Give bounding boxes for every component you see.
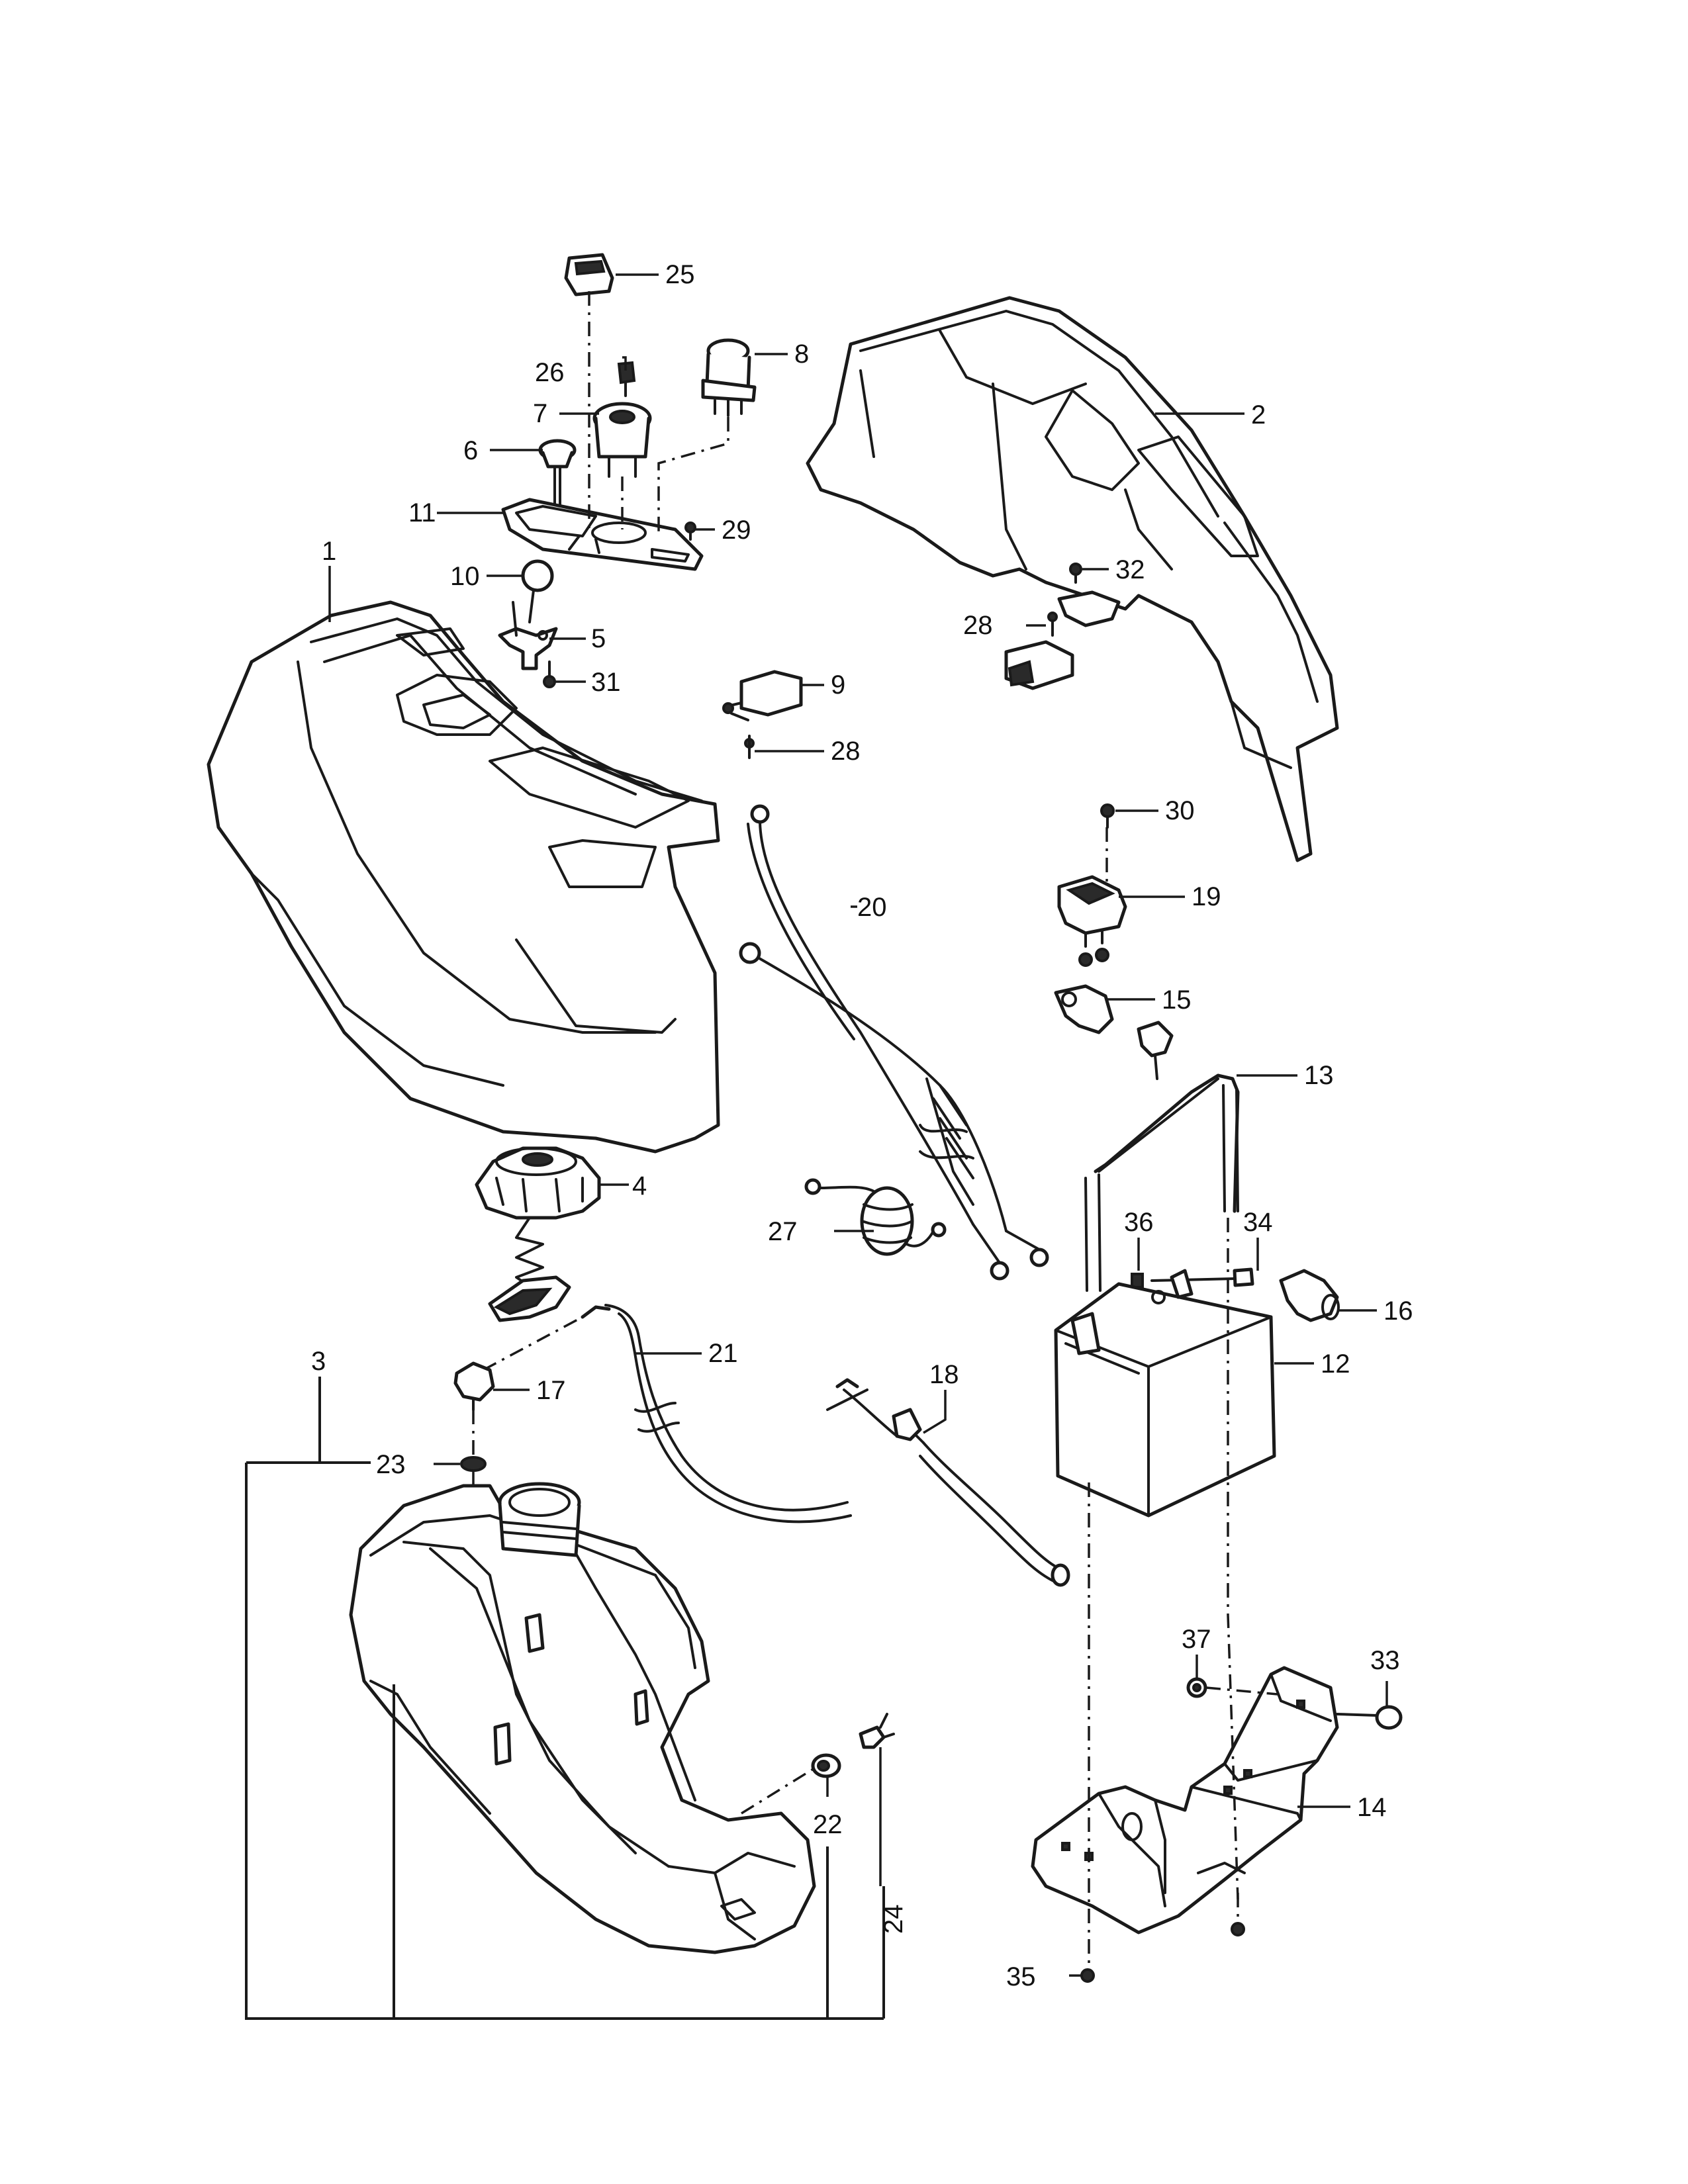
callout-4: 4 — [632, 1171, 647, 1201]
battery-tray — [1031, 1666, 1339, 1934]
battery — [1054, 1269, 1276, 1518]
connector — [1054, 984, 1174, 1080]
callout-29: 29 — [722, 516, 751, 545]
callout-23: 23 — [376, 1450, 406, 1479]
wiring-harness — [739, 804, 1049, 1281]
terminal-bolt — [1150, 1267, 1254, 1287]
front-console-housing — [207, 600, 720, 1154]
callout-2: 2 — [1251, 400, 1266, 430]
seat-switch-screw — [1100, 803, 1115, 829]
relay-mount-screw — [1069, 563, 1082, 584]
callout-37: 37 — [1182, 1625, 1211, 1654]
callout-labels: 1 2 3 4 5 6 7 8 9 10 11 12 13 14 15 16 1… — [311, 260, 1413, 1991]
leader-lines — [328, 273, 1388, 1977]
tray-bolt-33 — [1336, 1705, 1403, 1730]
callout-15: 15 — [1162, 985, 1192, 1015]
switch-bezel — [564, 253, 614, 296]
tank-kit-bracket — [245, 1377, 885, 2020]
callout-28b: 28 — [831, 737, 861, 766]
callout-34: 34 — [1243, 1208, 1273, 1237]
shut-off-valve — [859, 1713, 895, 1749]
callout-10: 10 — [450, 562, 480, 591]
callout-16: 16 — [1383, 1297, 1413, 1326]
callout-32: 32 — [1115, 555, 1145, 584]
relay-upper — [1004, 640, 1074, 690]
fuel-tank-fitting — [453, 1361, 495, 1411]
callout-7: 7 — [533, 399, 547, 428]
callout-26: 26 — [535, 358, 565, 387]
callout-33: 33 — [1370, 1646, 1400, 1675]
fuel-tank — [349, 1482, 816, 1954]
control-panel — [501, 498, 704, 571]
shift-lever-bracket — [498, 601, 558, 670]
callout-30: 30 — [1165, 796, 1195, 825]
relay-screw-upper — [1047, 612, 1058, 637]
callout-35: 35 — [1006, 1962, 1036, 1991]
callout-11: 11 — [408, 498, 436, 527]
callout-27: 27 — [768, 1217, 798, 1246]
seat-switch — [1057, 875, 1127, 948]
callout-6: 6 — [463, 436, 478, 465]
tray-nut-lower — [1231, 1922, 1245, 1936]
tray-nut-37 — [1186, 1677, 1207, 1698]
throttle-knob — [538, 439, 577, 531]
grommet — [460, 1456, 487, 1472]
shift-knob — [521, 559, 554, 623]
callout-18: 18 — [929, 1360, 959, 1389]
callout-12: 12 — [1321, 1349, 1350, 1379]
rear-console-housing — [806, 296, 1339, 862]
fuel-line — [581, 1304, 852, 1524]
ignition-switch — [592, 402, 652, 478]
callout-9: 9 — [831, 670, 845, 700]
callout-19: 19 — [1192, 882, 1221, 911]
ground-cable — [804, 1178, 947, 1256]
callout-21: 21 — [708, 1339, 738, 1368]
callout-20: 20 — [857, 893, 887, 922]
panel-screw — [684, 522, 696, 541]
terminal-cover — [1279, 1269, 1340, 1322]
callout-13: 13 — [1304, 1061, 1334, 1090]
tank-grommet — [811, 1753, 841, 1778]
ignition-key — [617, 361, 636, 397]
battery-hold-down-rod — [1084, 1073, 1240, 1292]
callout-22: 22 — [813, 1810, 843, 1839]
callout-14: 14 — [1357, 1793, 1387, 1822]
callout-17: 17 — [536, 1376, 566, 1405]
terminal-nut — [1131, 1273, 1144, 1289]
callout-8: 8 — [794, 340, 809, 369]
bracket-screw — [543, 660, 556, 688]
relay — [722, 670, 803, 721]
callout-28a: 28 — [963, 611, 993, 640]
fuel-hose — [826, 1378, 1070, 1587]
tray-nut-35 — [1080, 1968, 1095, 1983]
callout-25: 25 — [665, 260, 695, 289]
callout-5: 5 — [591, 624, 606, 653]
callout-31: 31 — [591, 668, 621, 697]
switch-nuts — [1078, 948, 1109, 967]
fuel-cap — [475, 1146, 601, 1322]
callout-24: 24 — [879, 1905, 908, 1934]
callout-3: 3 — [311, 1347, 326, 1376]
pto-switch — [701, 338, 757, 417]
callout-1: 1 — [322, 537, 336, 566]
relay-bracket — [1057, 590, 1121, 627]
relay-screw — [744, 735, 755, 759]
callout-36: 36 — [1124, 1208, 1154, 1237]
